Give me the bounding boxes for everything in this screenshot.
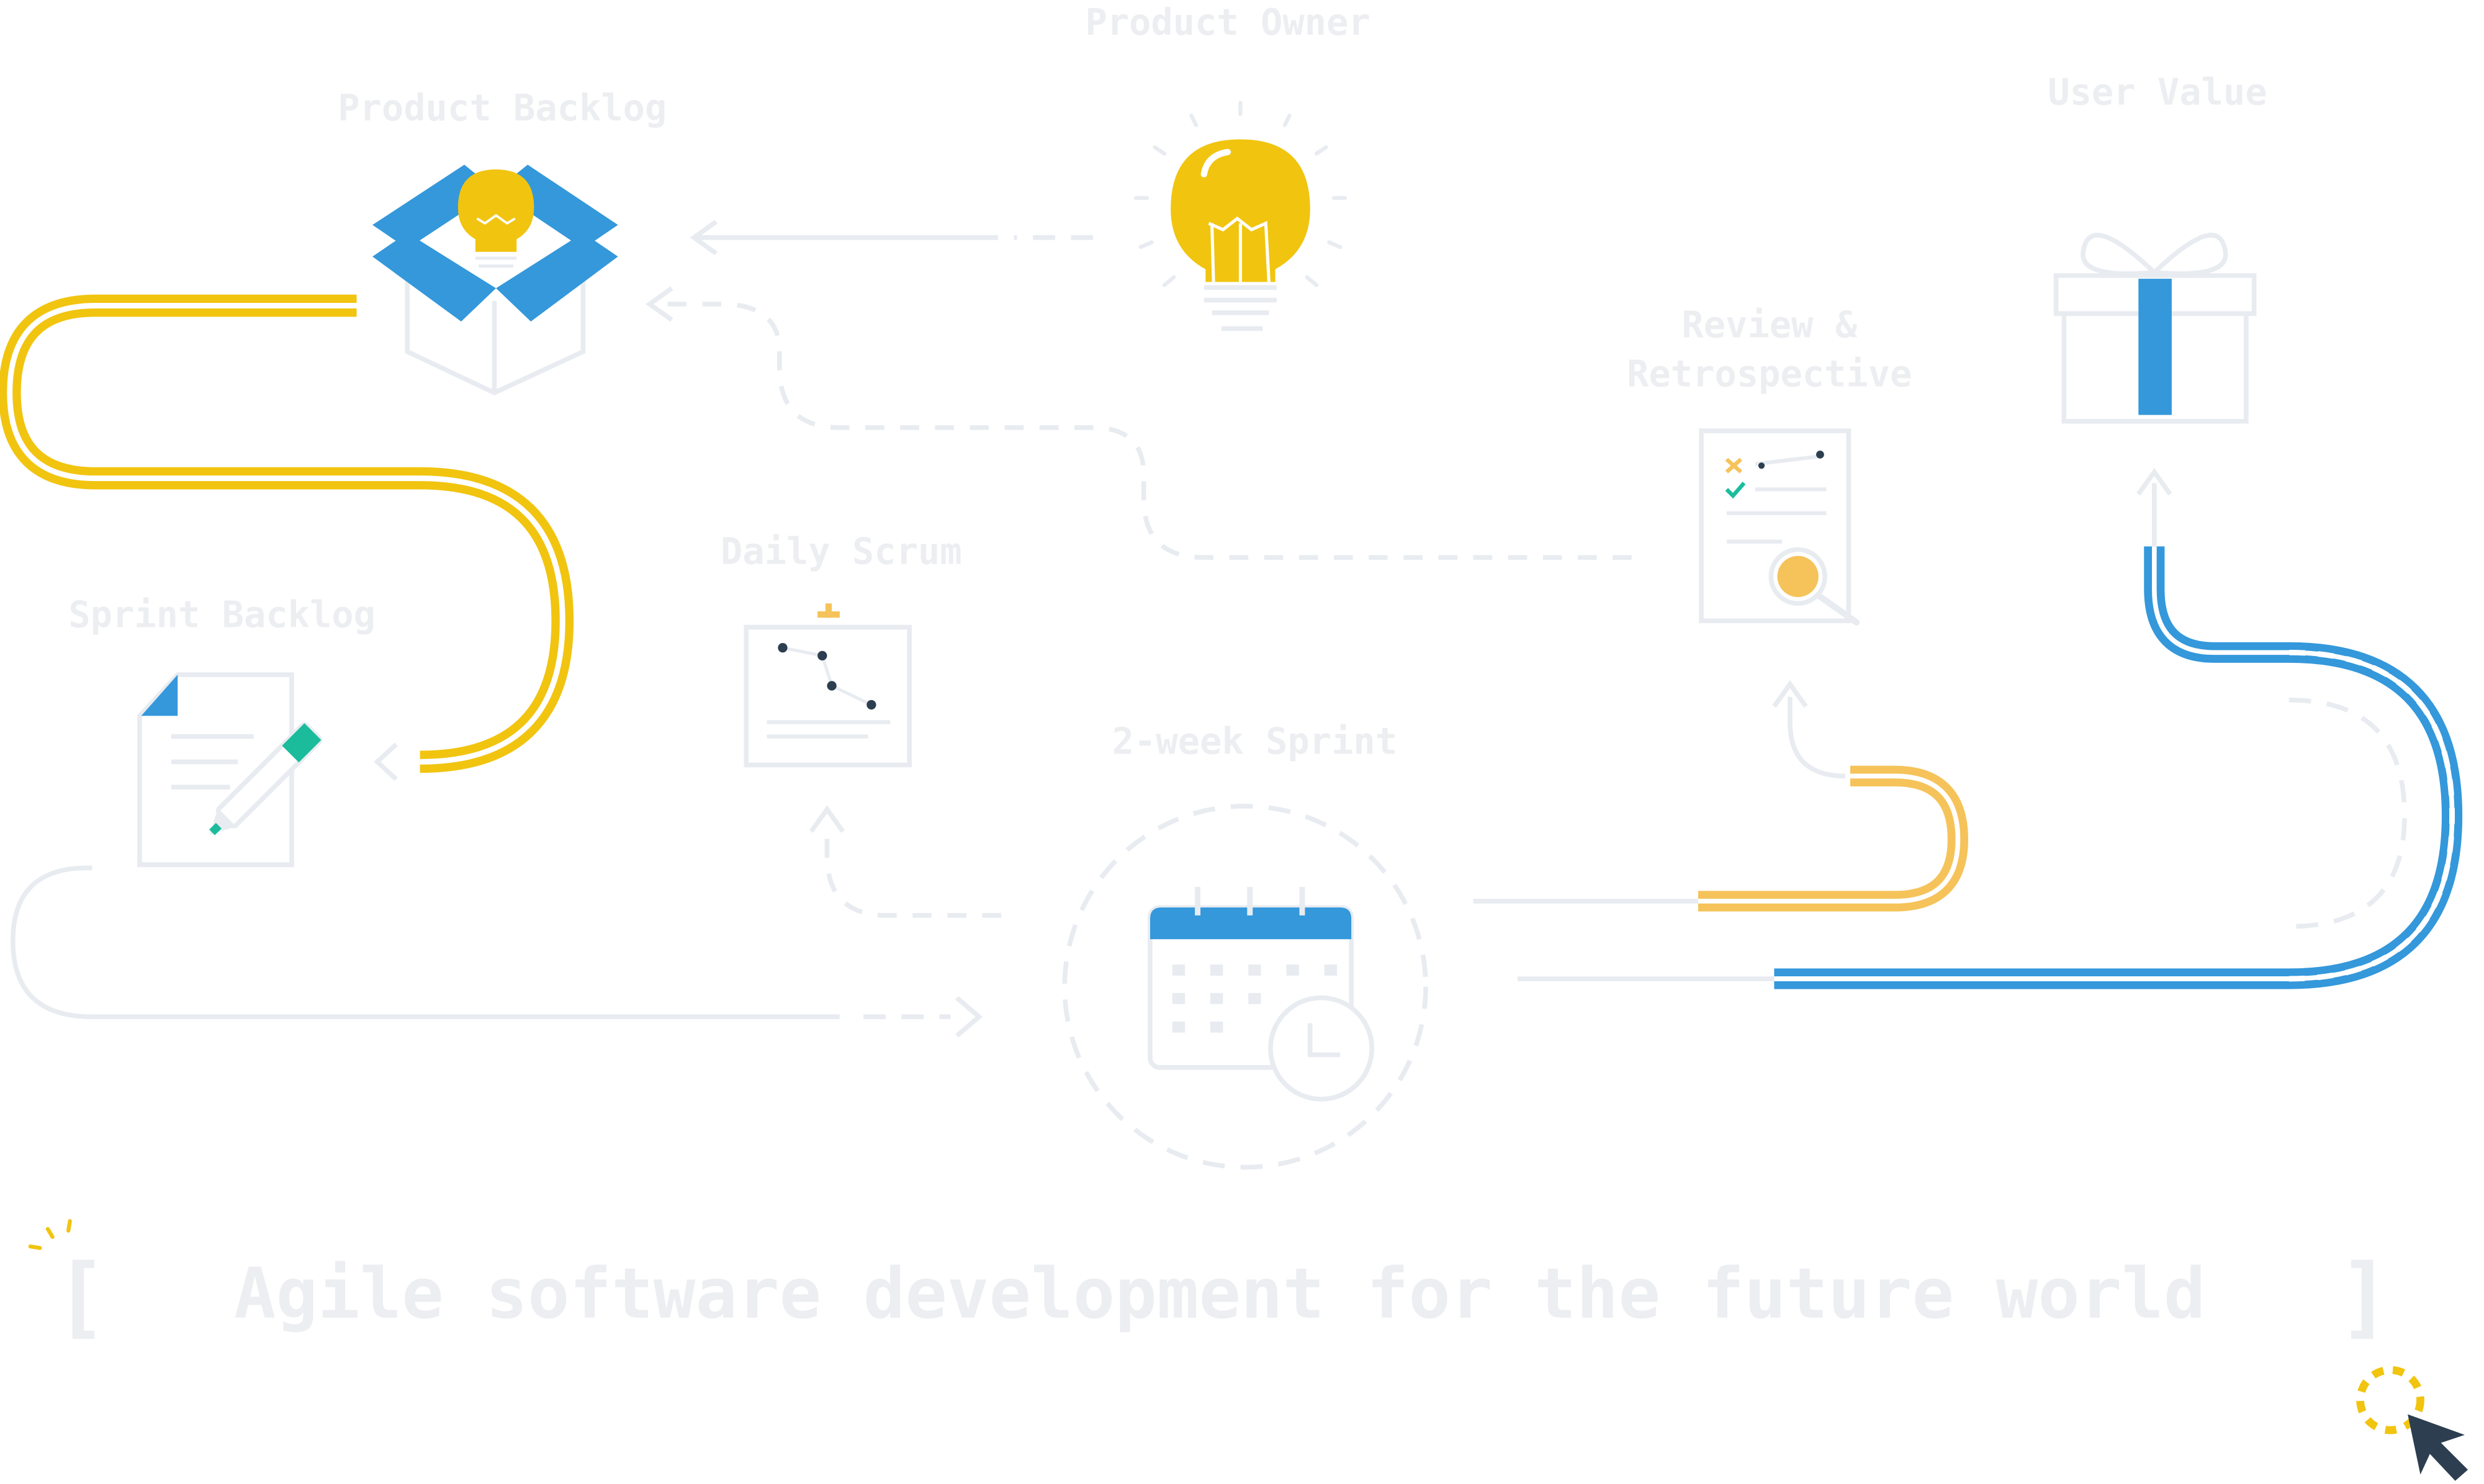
yellow-road-arrowhead [374, 742, 398, 781]
label-user-value: User Value [2048, 71, 2267, 113]
sprint-backlog-loop-arrowhead [955, 996, 983, 1038]
connectors [11, 220, 2407, 1038]
label-review: Review & [1681, 304, 1857, 346]
value-up-arrowhead [2136, 467, 2172, 496]
sprint-backlog-loop [11, 865, 840, 1020]
document-pen-icon [137, 672, 323, 868]
sprint-board-icon [744, 603, 912, 768]
review-up-arrow [1788, 696, 1846, 779]
review-document-icon [1699, 428, 1860, 626]
label-product-backlog: Product Backlog [338, 87, 667, 129]
label-product-owner: Product Owner [1085, 1, 1370, 43]
label-daily-scrum: Daily Scrum [721, 530, 962, 572]
sparkle-icon [28, 1219, 72, 1250]
label-sprint-backlog: Sprint Backlog [68, 593, 376, 636]
tagline-open-bracket: [ [54, 1244, 107, 1348]
open-box-icon [372, 164, 618, 396]
yellow-road [0, 294, 574, 781]
calendar-clock-icon [1062, 804, 1428, 1170]
blue-road [1774, 546, 2463, 989]
blue-loop-inner-dashed [2288, 698, 2407, 929]
label-sprint: 2-week Sprint [1112, 721, 1397, 763]
tagline-text: Agile software development for the futur… [234, 1254, 2206, 1334]
blue-road-dashes [2288, 649, 2455, 982]
tagline-close-bracket: ] [2338, 1244, 2392, 1348]
owner-to-backlog-arrowhead [690, 220, 718, 256]
review-to-backlog-dashed [652, 302, 1632, 560]
sprint-to-scrum-dashed [824, 823, 1002, 918]
labels: Product Owner Product Backlog User Value… [68, 1, 2267, 762]
review-to-backlog-arrowhead [646, 286, 673, 322]
gift-icon [2053, 233, 2257, 424]
cursor-icon [2356, 1365, 2468, 1481]
sprint-to-scrum-arrowhead [809, 805, 845, 833]
tagline: [ Agile software development for the fut… [28, 1219, 2392, 1348]
review-road [1698, 765, 1968, 912]
label-retrospective: Retrospective [1627, 353, 1912, 395]
review-up-arrowhead [1772, 680, 1808, 708]
lightbulb-icon [1133, 101, 1348, 331]
